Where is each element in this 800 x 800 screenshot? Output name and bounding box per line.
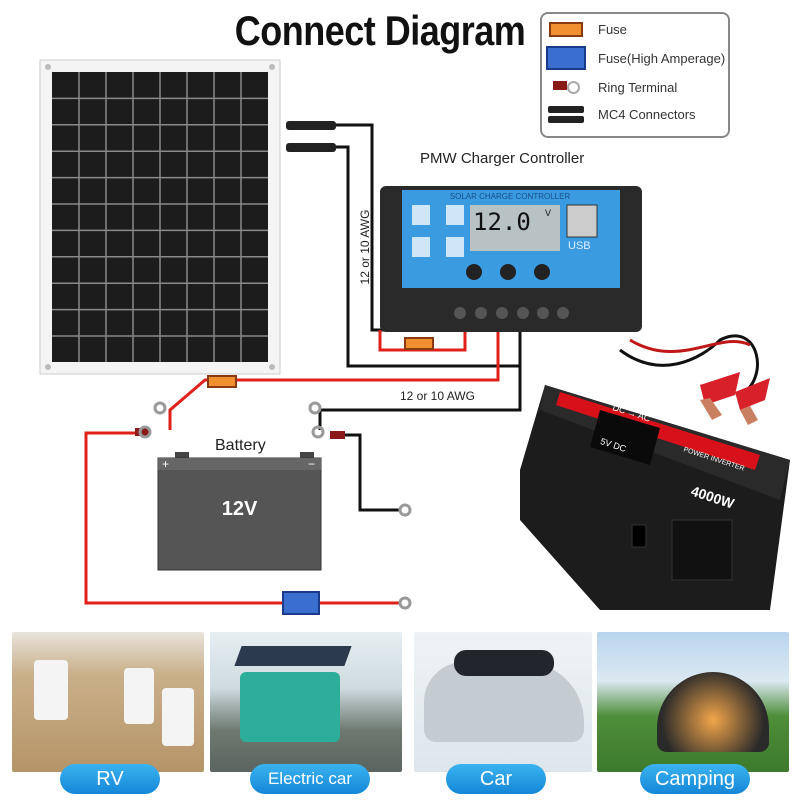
battery-label: Battery bbox=[215, 437, 266, 454]
wire-gauge-label-vertical: 12 or 10 AWG bbox=[358, 209, 372, 285]
ring-terminal-icon bbox=[542, 81, 590, 94]
photo-camping bbox=[597, 632, 789, 772]
label-rv: RV bbox=[60, 764, 160, 794]
svg-text:−: − bbox=[308, 457, 315, 471]
wiring-diagram: + − 4000W bbox=[39, 59, 790, 615]
ring-terminal-icon bbox=[138, 401, 412, 610]
mc4-connector-icon bbox=[542, 106, 590, 123]
solar-panel bbox=[39, 59, 281, 375]
legend: Fuse Fuse(High Amperage) Ring Terminal M… bbox=[540, 12, 730, 138]
usb-label: USB bbox=[568, 240, 591, 252]
legend-item-high-amperage-fuse: Fuse(High Amperage) bbox=[542, 46, 725, 70]
photo-car bbox=[414, 632, 592, 772]
legend-item-ring-terminal: Ring Terminal bbox=[542, 80, 677, 95]
legend-item-mc4: MC4 Connectors bbox=[542, 106, 696, 123]
legend-label: MC4 Connectors bbox=[598, 107, 696, 122]
battery-clamps bbox=[619, 334, 770, 425]
high-amperage-fuse-icon bbox=[282, 591, 320, 615]
controller-title: PMW Charger Controller bbox=[420, 150, 585, 167]
svg-text:+: + bbox=[162, 457, 169, 471]
legend-item-fuse: Fuse bbox=[542, 22, 627, 37]
diagram-title: Connect Diagram bbox=[234, 6, 526, 55]
battery-voltage: 12V bbox=[221, 498, 258, 520]
wire-gauge-label-horizontal: 12 or 10 AWG bbox=[400, 389, 475, 403]
power-inverter: 4000W bbox=[520, 385, 790, 610]
photo-electric-car bbox=[210, 632, 402, 772]
controller-display-unit: V bbox=[545, 208, 552, 218]
controller-panel-text: SOLAR CHARGE CONTROLLER bbox=[449, 192, 571, 201]
fuse-icon bbox=[207, 375, 237, 388]
legend-label: Ring Terminal bbox=[598, 80, 678, 95]
label-car: Car bbox=[446, 764, 546, 794]
photo-rv bbox=[12, 632, 204, 772]
label-camping: Camping bbox=[640, 764, 750, 794]
legend-label: Fuse(High Amperage) bbox=[598, 50, 726, 66]
charge-controller bbox=[380, 186, 642, 332]
controller-display: 12.0 bbox=[473, 208, 531, 236]
mc4-connector-icon bbox=[286, 121, 336, 152]
fuse-icon bbox=[542, 22, 590, 37]
legend-label: Fuse bbox=[598, 22, 627, 37]
high-amperage-fuse-icon bbox=[542, 46, 590, 70]
fuse-icon bbox=[404, 337, 434, 350]
label-electric-car: Electric car bbox=[250, 764, 370, 794]
battery: + − bbox=[157, 452, 322, 571]
